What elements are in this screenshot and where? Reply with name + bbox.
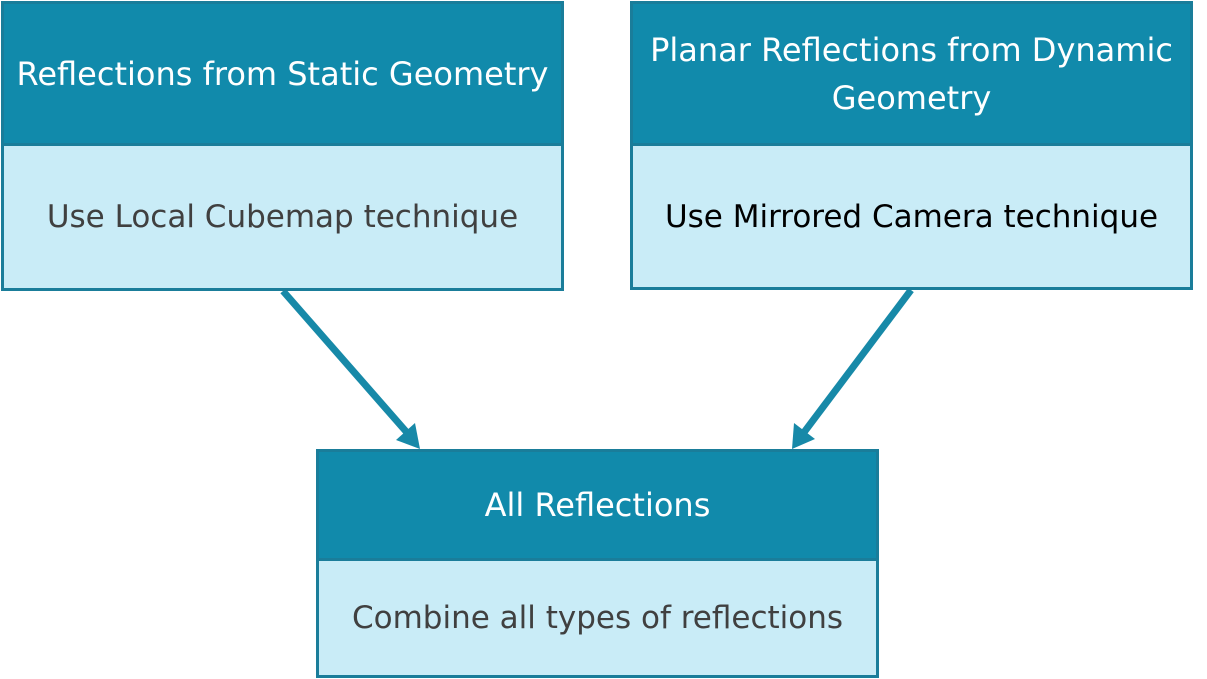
node-static-geometry-title: Reflections from Static Geometry <box>4 4 561 146</box>
node-dynamic-geometry-description: Use Mirrored Camera technique <box>633 146 1190 287</box>
arrow-static-to-all <box>280 288 420 449</box>
node-dynamic-geometry: Planar Reflections from Dynamic Geometry… <box>630 1 1193 290</box>
arrow-static-to-all-line <box>280 288 413 439</box>
node-dynamic-geometry-title: Planar Reflections from Dynamic Geometry <box>633 4 1190 146</box>
arrow-static-to-all-head <box>396 423 420 449</box>
node-all-reflections: All Reflections Combine all types of ref… <box>316 449 879 678</box>
node-all-reflections-title: All Reflections <box>319 452 876 561</box>
node-static-geometry-description: Use Local Cubemap technique <box>4 146 561 288</box>
node-all-reflections-description: Combine all types of reflections <box>319 561 876 675</box>
arrow-dynamic-to-all-line <box>799 287 914 438</box>
node-static-geometry: Reflections from Static Geometry Use Loc… <box>1 1 564 291</box>
arrow-dynamic-to-all-head <box>792 423 815 449</box>
arrow-dynamic-to-all <box>792 287 914 449</box>
